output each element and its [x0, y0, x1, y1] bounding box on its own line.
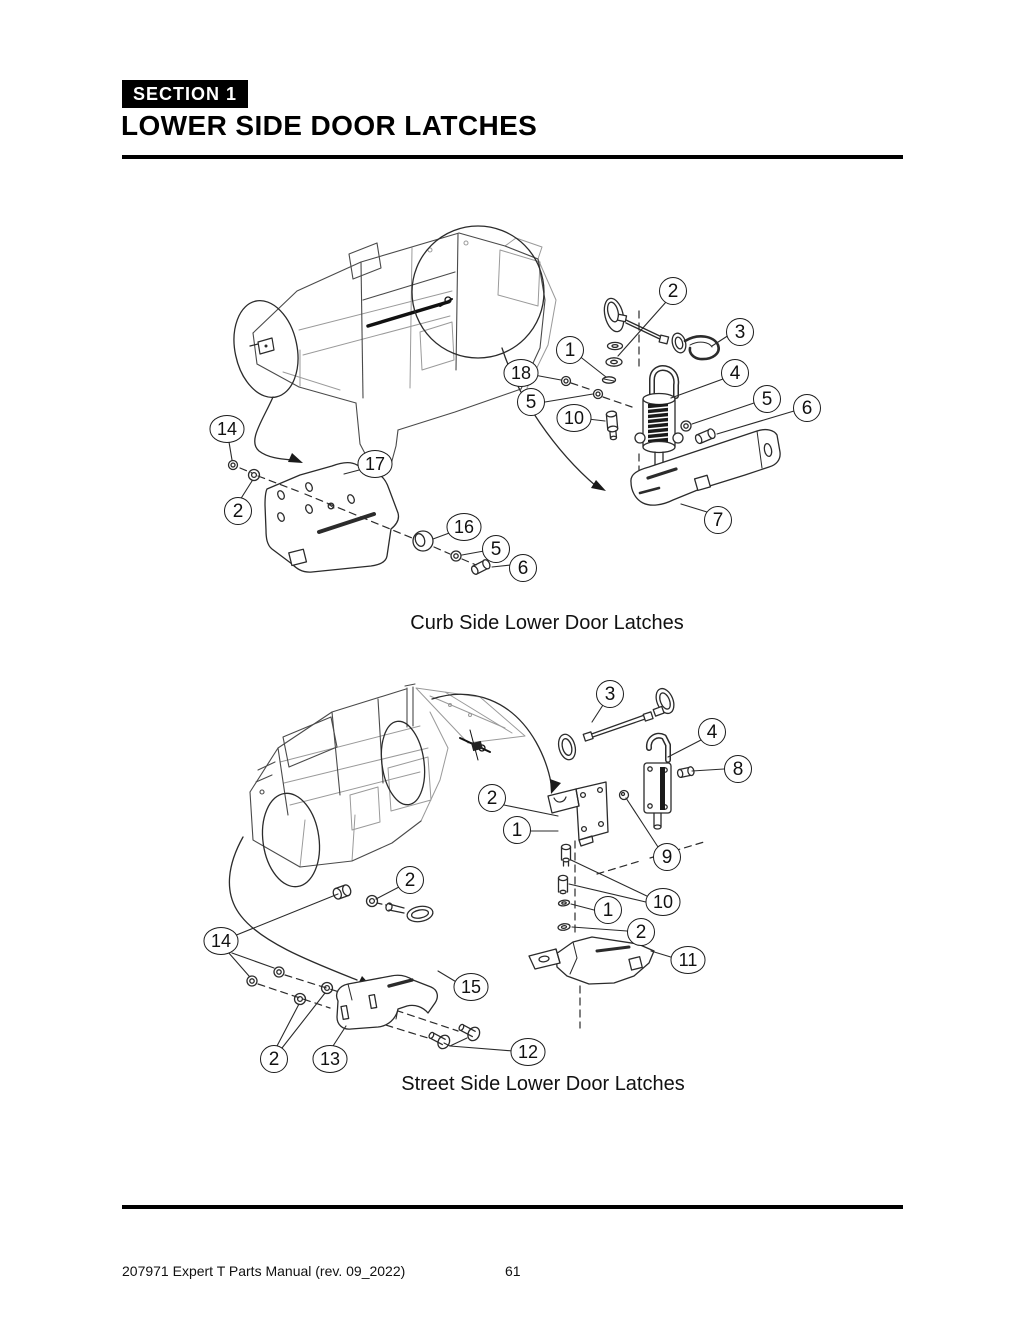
plate-dashed-axis — [239, 467, 477, 566]
street-zoom-marks — [228, 693, 561, 987]
curb-machine-sketch — [249, 232, 557, 469]
footer-page-number: 61 — [505, 1263, 521, 1279]
mounting-plate — [264, 461, 400, 573]
street-leader-curve-latch — [228, 836, 358, 981]
angle-bracket — [547, 781, 609, 847]
side-washer-and-bolt — [680, 420, 716, 445]
street-caption: Street Side Lower Door Latches — [401, 1073, 685, 1095]
ball-detent — [618, 789, 630, 801]
page-title: LOWER SIDE DOOR LATCHES — [121, 110, 538, 141]
header-rule — [122, 155, 903, 159]
street-mid-highlight-ellipse — [380, 720, 426, 806]
footer-manual-info: 207971 Expert T Parts Manual (rev. 09_20… — [122, 1263, 406, 1279]
street-exploded-parts — [227, 687, 725, 1052]
curb-right-highlight-circle — [411, 225, 545, 359]
curb-leader-curve-bracket — [501, 347, 597, 487]
curb-leader-curve-plate — [254, 396, 293, 461]
washers-and-clip — [601, 341, 624, 384]
curb-left-highlight-ellipse — [233, 299, 299, 399]
street-dashed-axes — [574, 840, 705, 1029]
curb-arrowhead-bracket — [591, 480, 606, 491]
street-arrowhead-bracket — [550, 779, 561, 794]
catch-bracket — [630, 428, 781, 506]
footer-rule — [122, 1205, 903, 1209]
lanyard-assembly — [557, 687, 675, 761]
curb-caption: Curb Side Lower Door Latches — [410, 612, 684, 634]
eyebolt-assembly — [332, 884, 434, 923]
curb-zoom-marks — [233, 225, 606, 491]
keeper-latch — [335, 974, 438, 1030]
slide-latch-assembly — [643, 732, 672, 830]
hook-part — [683, 335, 720, 361]
dashed-axis-lines — [570, 310, 640, 474]
carriage-bolts — [428, 1023, 481, 1050]
latch-fasteners — [246, 966, 334, 1006]
clip-bracket — [528, 936, 655, 985]
screw-part — [676, 766, 695, 779]
street-leader-lines — [227, 704, 725, 1052]
section-badge: SECTION 1 — [122, 80, 249, 108]
curb-arrowhead-plate — [288, 453, 303, 463]
street-machine-sketch — [249, 683, 526, 868]
nuts-and-bolt — [560, 375, 619, 441]
street-leader-curve-bracket — [431, 693, 552, 784]
street-left-highlight-ellipse — [261, 792, 321, 888]
ring-pin-and-lanyard — [603, 297, 687, 354]
curb-exploded-parts — [227, 297, 795, 575]
bracket-bolts-washers — [557, 843, 572, 931]
spring-latch-assembly — [634, 365, 684, 471]
